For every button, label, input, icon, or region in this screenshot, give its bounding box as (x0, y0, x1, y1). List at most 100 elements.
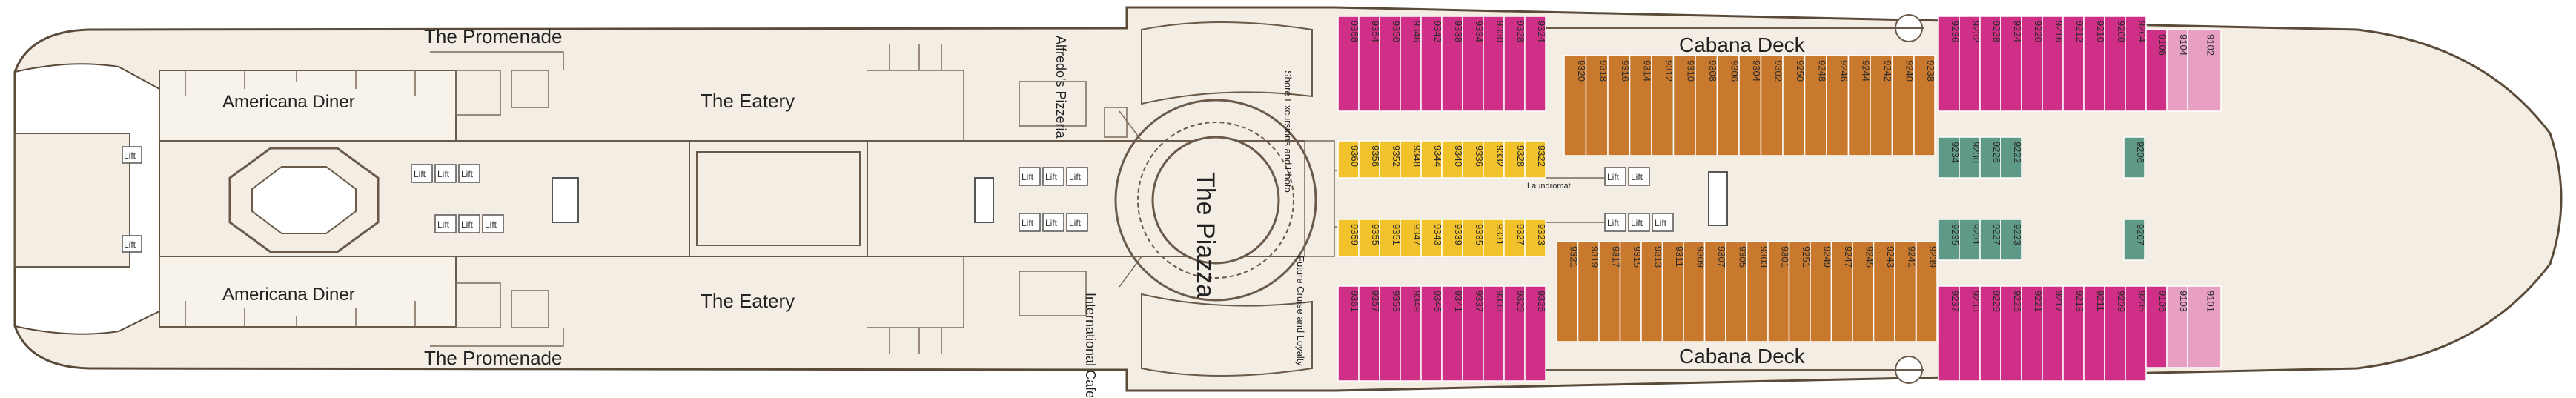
cabin-number: 9220 (2033, 21, 2044, 42)
cabin-number: 9235 (1950, 224, 1961, 245)
cabin (2123, 136, 2145, 179)
cabin-number: 9234 (1950, 142, 1961, 163)
cabin (1462, 219, 1484, 257)
cabin (1979, 285, 2001, 382)
cabin-number: 9313 (1652, 246, 1663, 268)
cabin-number: 9249 (1821, 246, 1832, 268)
label-shore-excursions: Shore Excursions and Photo (1282, 70, 1294, 193)
cabin-number: 9329 (1515, 291, 1526, 312)
lift-box (1042, 213, 1064, 232)
cabin-number: 9239 (1927, 246, 1938, 268)
cabin (1400, 285, 1422, 382)
cabin (2187, 285, 2222, 368)
cabin (1979, 219, 2001, 261)
lift-box (411, 164, 433, 183)
cabin-number: 9311 (1674, 246, 1685, 267)
cabin-number: 9216 (2053, 21, 2065, 42)
cabin-number: 9335 (1474, 224, 1485, 245)
cabin (1503, 140, 1526, 179)
stairs-aft (552, 177, 579, 223)
label-alfredos: Alfredo's Pizzeria (1053, 36, 1068, 139)
cabin-number: 9204 (2136, 21, 2148, 42)
stairs-mid (974, 177, 994, 223)
cabin-number: 9222 (2012, 142, 2023, 163)
cabin-number: 9207 (2135, 224, 2146, 245)
lift-label: Lift (437, 169, 450, 179)
cabin (1959, 219, 1981, 261)
lift-box (122, 146, 142, 164)
cabin (1337, 285, 1360, 382)
cabin (1725, 241, 1748, 342)
cabin (2104, 16, 2126, 112)
cabin-number: 9304 (1751, 60, 1762, 82)
cabin (2000, 136, 2022, 179)
piazza-ring (1137, 122, 1294, 279)
cabin (1938, 16, 1960, 112)
cabin (1483, 219, 1505, 257)
cabin (1441, 285, 1463, 382)
piazza-floor (1151, 136, 1280, 265)
lift-box (122, 235, 142, 253)
lift-box (1019, 213, 1041, 232)
cabin (1358, 140, 1380, 179)
cabin-number: 9330 (1494, 21, 1506, 42)
lift-label: Lift (1631, 218, 1643, 228)
cabin-number: 9319 (1589, 246, 1600, 268)
cabin-number: 9205 (2136, 291, 2148, 312)
cabin (1337, 219, 1360, 257)
cabin (1563, 55, 1587, 156)
cabin (1379, 219, 1401, 257)
cabin (2145, 29, 2168, 112)
cabin (2125, 285, 2147, 382)
cabin-number: 9334 (1474, 21, 1485, 42)
cabin-number: 9223 (2012, 224, 2023, 245)
cabin-number: 9102 (2205, 34, 2216, 56)
cabin (1916, 241, 1938, 342)
eatery-buffet (689, 140, 868, 257)
cabin (2062, 285, 2085, 382)
lift-label: Lift (1631, 172, 1643, 182)
cabin-number: 9243 (1885, 246, 1896, 268)
cabin-number: 9209 (2116, 291, 2127, 312)
cabin (1524, 16, 1546, 112)
cabin-number: 9230 (1970, 142, 1981, 163)
cabin (2123, 219, 2145, 261)
cabin (1400, 219, 1422, 257)
cabin-number: 9348 (1411, 145, 1423, 167)
cabin (1979, 16, 2001, 112)
cabin-number: 9213 (2074, 291, 2085, 312)
cabin (1738, 55, 1762, 156)
cabin-number: 9318 (1597, 60, 1609, 82)
lift-label: Lift (1045, 218, 1058, 228)
cabin (1810, 241, 1832, 342)
lift-label: Lift (1022, 218, 1034, 228)
lift-label: Lift (461, 219, 474, 230)
cabin-number: 9308 (1707, 60, 1718, 82)
cabin-number: 9336 (1474, 145, 1485, 167)
cabin-number: 9317 (1610, 246, 1621, 268)
label-cabana-top: Cabana Deck (1679, 33, 1806, 56)
lift-box (1019, 167, 1041, 186)
label-cabana-bottom: Cabana Deck (1679, 345, 1806, 368)
lift-box (458, 164, 480, 183)
cabin-number: 9247 (1843, 246, 1854, 268)
cabin (1524, 140, 1546, 179)
cabin-number: 9307 (1716, 246, 1727, 268)
label-eatery-top: The Eatery (701, 90, 795, 112)
cabin (1577, 241, 1600, 342)
cabin-number: 9331 (1494, 224, 1506, 245)
cabin (1598, 241, 1621, 342)
lift-label: Lift (414, 169, 426, 179)
cabin (1337, 16, 1360, 112)
cabin (1938, 136, 1960, 179)
diner-bottom-area (159, 256, 457, 328)
label-international-cafe: International Cafe (1083, 293, 1098, 398)
cabin-number: 9240 (1904, 60, 1915, 82)
cabin-number: 9347 (1411, 224, 1423, 245)
lift-label: Lift (1045, 172, 1058, 182)
cabin (1629, 55, 1652, 156)
cabin-number: 9210 (2095, 21, 2106, 42)
lift-label: Lift (1069, 172, 1082, 182)
cabin-number: 9358 (1349, 21, 1360, 42)
lift-box (1604, 167, 1626, 186)
